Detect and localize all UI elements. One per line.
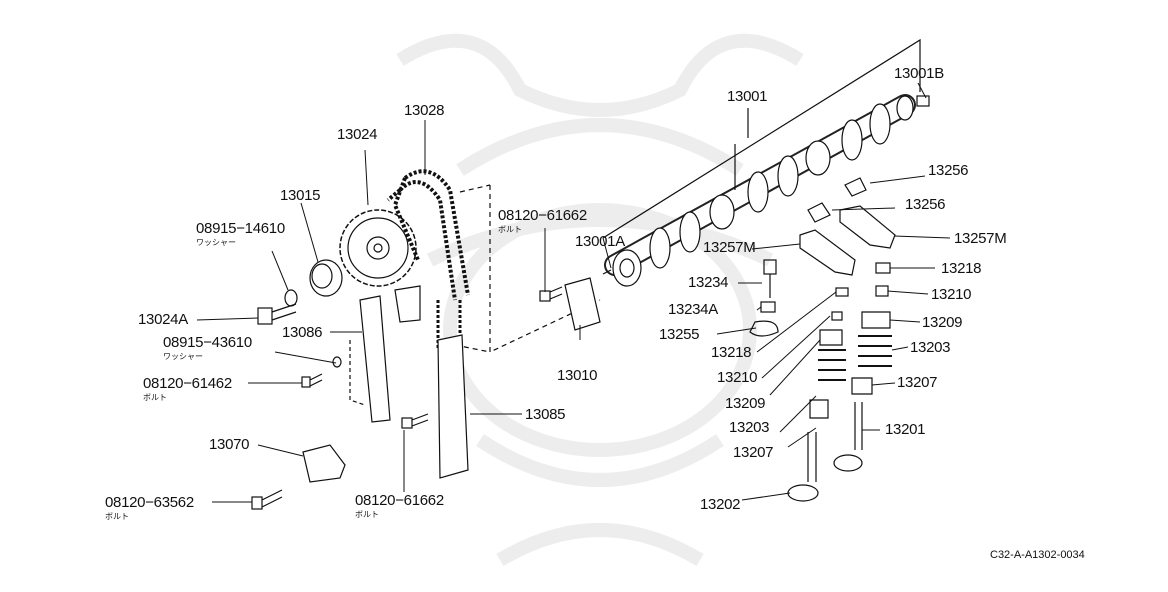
label-13015: 13015 bbox=[280, 187, 321, 204]
label-13024: 13024 bbox=[337, 126, 378, 143]
label-13201: 13201 bbox=[885, 421, 926, 438]
sublabel-08120-63562: ボルト bbox=[105, 512, 129, 521]
label-13207-right: 13207 bbox=[897, 374, 938, 391]
retainer-13209-left bbox=[819, 329, 843, 346]
clip-13256-b bbox=[807, 202, 831, 223]
label-08120-63562: 08120−63562 bbox=[105, 494, 194, 511]
label-13234: 13234 bbox=[688, 274, 729, 291]
label-13001A: 13001A bbox=[575, 233, 625, 250]
label-13085: 13085 bbox=[525, 406, 566, 423]
label-13203-left: 13203 bbox=[729, 419, 770, 436]
drawing-code: C32-A-A1302-0034 bbox=[990, 549, 1085, 561]
keeper-13210-right bbox=[875, 285, 889, 297]
spring-13203-left bbox=[818, 349, 846, 381]
bolt-08120-61462 bbox=[301, 373, 323, 388]
clip-13256-a bbox=[844, 177, 867, 197]
label-13010: 13010 bbox=[557, 367, 598, 384]
sublabel-08120-61662-top: ボルト bbox=[498, 225, 522, 234]
label-13209-right: 13209 bbox=[922, 314, 963, 331]
label-08120-61662-top: 08120−61662 bbox=[498, 207, 587, 224]
sublabel-08915-14610: ワッシャー bbox=[196, 238, 236, 247]
label-13207-left: 13207 bbox=[733, 444, 774, 461]
bolt-08120-61662-bottom bbox=[401, 413, 429, 429]
camshaft bbox=[604, 94, 916, 287]
label-13234A: 13234A bbox=[668, 301, 718, 318]
gasket-13010 bbox=[564, 277, 601, 331]
timing-chain bbox=[386, 169, 470, 301]
label-13210-right: 13210 bbox=[931, 286, 972, 303]
leader-lines bbox=[196, 82, 951, 503]
cap-13218-left bbox=[835, 287, 849, 297]
label-13086: 13086 bbox=[282, 324, 323, 341]
label-08915-14610: 08915−14610 bbox=[196, 220, 285, 237]
sublabel-08120-61462: ボルト bbox=[143, 393, 167, 402]
adjust-screw-13234 bbox=[763, 259, 777, 298]
label-13255: 13255 bbox=[659, 326, 700, 343]
sublabel-08915-43610: ワッシャー bbox=[163, 352, 203, 361]
valve-13202 bbox=[787, 432, 819, 502]
chain-tensioner-13086 bbox=[359, 285, 421, 423]
washer-08915-14610 bbox=[284, 289, 298, 307]
label-08120-61462: 08120−61462 bbox=[143, 375, 232, 392]
label-13218-left: 13218 bbox=[711, 344, 752, 361]
seat-13207-left bbox=[809, 399, 829, 419]
bolt-08120-63562 bbox=[251, 489, 283, 510]
pin-13001a bbox=[602, 269, 612, 275]
keeper-13210-left bbox=[831, 311, 843, 321]
cap-13218-right bbox=[875, 262, 891, 274]
leader-13001-bracket bbox=[602, 38, 921, 239]
rocker-arm-right bbox=[839, 205, 896, 249]
label-13028: 13028 bbox=[404, 102, 445, 119]
label-13203-right: 13203 bbox=[910, 339, 951, 356]
label-13257M-left: 13257M bbox=[703, 239, 756, 256]
rocker-arm-left bbox=[799, 229, 856, 276]
label-13024A: 13024A bbox=[138, 311, 188, 328]
bolt-13024a bbox=[257, 303, 297, 325]
label-13209-left: 13209 bbox=[725, 395, 766, 412]
label-13218-right: 13218 bbox=[941, 260, 982, 277]
label-08120-61662-bottom: 08120−61662 bbox=[355, 492, 444, 509]
label-08915-43610: 08915−43610 bbox=[163, 334, 252, 351]
label-13001B: 13001B bbox=[894, 65, 944, 82]
cam-sprocket bbox=[339, 209, 417, 287]
seat-13207-right bbox=[851, 377, 873, 395]
label-13256-b: 13256 bbox=[905, 196, 946, 213]
retainer-13209-right bbox=[861, 311, 891, 329]
washer-08915-43610 bbox=[332, 356, 342, 368]
label-13257M-right: 13257M bbox=[954, 230, 1007, 247]
nut-13234a bbox=[760, 301, 776, 313]
sublabel-08120-61662-bottom: ボルト bbox=[355, 510, 379, 519]
label-13210-left: 13210 bbox=[717, 369, 758, 386]
tensioner-13070 bbox=[302, 444, 346, 483]
label-13202: 13202 bbox=[700, 496, 741, 513]
valve-13201 bbox=[833, 402, 863, 472]
seal-13255 bbox=[749, 320, 779, 337]
spacer-13015 bbox=[309, 259, 343, 297]
spring-13203-right bbox=[858, 335, 892, 367]
label-13256-a: 13256 bbox=[928, 162, 969, 179]
chain-guide-13085 bbox=[437, 334, 469, 479]
samurai-crest-logo bbox=[396, 33, 804, 567]
plug-13001b bbox=[916, 95, 930, 107]
label-13001: 13001 bbox=[727, 88, 768, 105]
bolt-08120-61662-top bbox=[539, 286, 563, 302]
label-13070: 13070 bbox=[209, 436, 250, 453]
